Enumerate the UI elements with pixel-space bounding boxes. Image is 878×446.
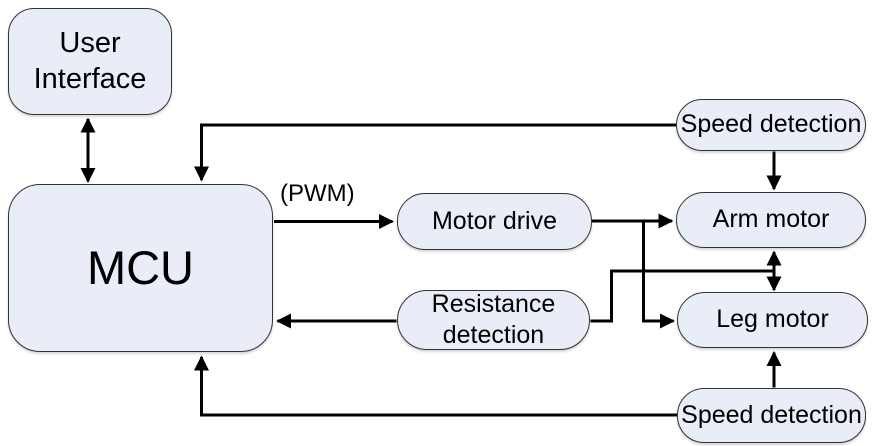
- node-leg-motor-label: Leg motor: [716, 305, 829, 334]
- connector-speed-bottom-to-mcu: [194, 355, 677, 417]
- node-user-interface: User Interface: [8, 8, 172, 115]
- node-leg-motor: Leg motor: [677, 292, 868, 348]
- node-motor-drive-label: Motor drive: [431, 206, 558, 235]
- node-motor-drive: Motor drive: [397, 193, 592, 250]
- connector-resistance-to-motors-trunk: [590, 269, 774, 323]
- node-speed-detection-top-label: Speed detection: [680, 110, 862, 139]
- node-arm-motor: Arm motor: [676, 192, 866, 248]
- node-arm-motor-label: Arm motor: [712, 205, 830, 234]
- connector-motor-drive-to-leg-motor: [642, 221, 675, 329]
- node-mcu: MCU: [8, 184, 273, 352]
- node-speed-detection-bottom-label: Speed detection: [681, 400, 862, 429]
- node-speed-detection-bottom: Speed detection: [677, 388, 866, 443]
- node-user-interface-label: User Interface: [33, 26, 147, 95]
- pwm-label: (PWM): [280, 180, 355, 207]
- connector-speed-top-to-mcu: [194, 123, 676, 182]
- node-resistance-detection: Resistance detection: [397, 290, 590, 350]
- node-speed-detection-top: Speed detection: [676, 99, 866, 151]
- node-mcu-label: MCU: [86, 240, 195, 294]
- node-resistance-detection-label: Resistance detection: [431, 289, 556, 349]
